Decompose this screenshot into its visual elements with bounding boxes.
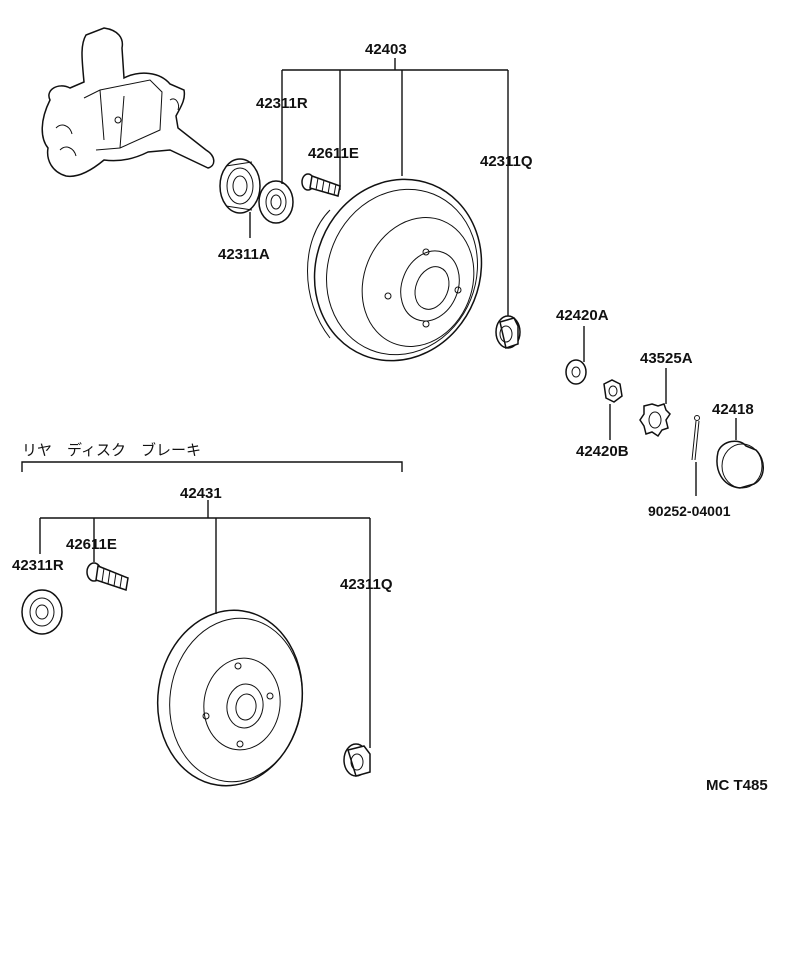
leader-lines-lower [39, 500, 371, 748]
label-42420a: 42420A [556, 307, 609, 324]
label-42311r-lower: 42311R [12, 557, 64, 574]
bearing-42311q-upper [495, 315, 521, 349]
label-42311r-upper: 42311R [256, 95, 308, 112]
bearing-42311q-lower [343, 743, 371, 777]
label-42420b: 42420B [576, 443, 629, 460]
label-42311a: 42311A [218, 246, 270, 263]
label-42311q-upper: 42311Q [480, 153, 533, 170]
label-42418: 42418 [712, 401, 754, 418]
hub-bolt-lower [86, 562, 129, 591]
washer [565, 359, 587, 385]
bearing-42311r-upper [258, 180, 294, 224]
bearing-42311a [219, 158, 261, 214]
cotter-pin [691, 415, 700, 461]
bearing-42311r-lower [21, 589, 63, 635]
grease-cap [716, 440, 764, 489]
leader-lines-upper [249, 58, 737, 496]
section-title: リヤ ディスク ブレーキ [22, 441, 201, 459]
label-42611e-lower: 42611E [66, 536, 117, 553]
label-43525a: 43525A [640, 350, 693, 367]
label-42403: 42403 [365, 41, 407, 58]
label-42431: 42431 [180, 485, 222, 502]
hub-bolt-upper [301, 173, 341, 197]
lock-cap [639, 403, 671, 438]
steering-knuckle [41, 27, 215, 178]
label-42611e-upper: 42611E [308, 145, 359, 162]
brake-disc [156, 609, 304, 787]
section-bracket [21, 461, 403, 472]
label-90252-04001: 90252-04001 [648, 503, 731, 519]
nut [603, 379, 623, 403]
label-42311q-lower: 42311Q [340, 576, 393, 593]
drawing-code: MC T485 [706, 777, 768, 794]
brake-drum [307, 178, 483, 362]
